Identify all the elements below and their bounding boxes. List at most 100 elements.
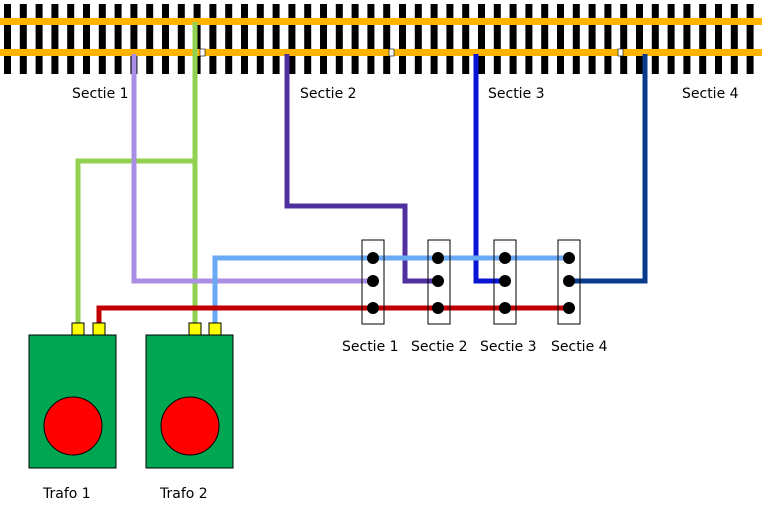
switch-section-2[interactable]	[427, 239, 451, 325]
track-sleeper	[304, 4, 312, 74]
transformer-1[interactable]	[28, 322, 117, 469]
wire-section-4	[569, 54, 648, 284]
terminal-b	[92, 322, 106, 336]
track-sleeper	[351, 4, 359, 74]
transformer-2[interactable]	[145, 322, 234, 469]
rail-insulator-2	[388, 48, 395, 57]
terminal-a	[71, 322, 85, 336]
track-sleeper	[83, 4, 90, 74]
speed-knob[interactable]	[160, 396, 220, 456]
track-sleeper	[462, 4, 470, 74]
track-sleeper	[541, 4, 549, 74]
track-sleeper	[256, 4, 264, 74]
track-sleepers	[4, 4, 754, 74]
wire-section-3	[473, 54, 505, 284]
switch-body	[427, 239, 451, 325]
track-sleeper	[4, 4, 11, 74]
rail-insulator-1	[199, 48, 206, 57]
track-sleeper	[715, 4, 722, 74]
track-sleeper	[572, 4, 580, 74]
track-sleeper	[320, 4, 327, 74]
switch-contact-middle	[499, 275, 511, 287]
switch-body	[361, 239, 385, 325]
rail-bottom	[0, 49, 762, 56]
track-section-label-4: Sectie 4	[682, 86, 739, 102]
track-sleeper	[19, 4, 27, 74]
wire-section-1	[131, 54, 373, 284]
switch-contact-middle	[563, 275, 575, 287]
switch-contact-bottom	[563, 302, 575, 314]
track-sleeper	[493, 4, 501, 74]
track-sleeper	[335, 4, 343, 74]
terminal-b	[208, 322, 222, 336]
track-sleeper	[225, 4, 233, 74]
track-sleeper	[478, 4, 485, 74]
track-sleeper	[367, 4, 375, 74]
track-sleeper	[746, 4, 754, 74]
transformer-label-2: Trafo 2	[159, 486, 208, 502]
track-sleeper	[272, 4, 280, 74]
track-sleeper	[162, 4, 169, 74]
switch-contact-bottom	[499, 302, 511, 314]
track-sleeper	[620, 4, 628, 74]
wire-trafo1-common	[75, 158, 195, 323]
track-sleeper	[288, 4, 296, 74]
track-sleeper	[383, 4, 391, 74]
track-sleeper	[241, 4, 248, 74]
switch-body	[493, 239, 517, 325]
switch-contact-middle	[432, 275, 444, 287]
switch-contact-top	[367, 252, 379, 264]
track-sleeper	[604, 4, 612, 74]
track-sleeper	[35, 4, 43, 74]
track-sleeper	[699, 4, 707, 74]
switch-label-3: Sectie 3	[480, 339, 537, 355]
track-sleeper	[177, 4, 185, 74]
track-sleeper	[130, 4, 138, 74]
track-sleeper	[67, 4, 75, 74]
switch-contact-top	[499, 252, 511, 264]
switch-contact-middle	[367, 275, 379, 287]
track-sleeper	[114, 4, 122, 74]
track-sleeper	[683, 4, 691, 74]
track-sleeper	[414, 4, 422, 74]
track-sleeper	[146, 4, 154, 74]
track-sleeper	[399, 4, 406, 74]
speed-knob[interactable]	[43, 396, 103, 456]
track-section-label-3: Sectie 3	[488, 86, 545, 102]
track-sleeper	[636, 4, 643, 74]
wire-trafo2-bus	[212, 255, 569, 323]
track-sleeper	[557, 4, 564, 74]
switch-section-3[interactable]	[493, 239, 517, 325]
track-sleeper	[446, 4, 454, 74]
wires	[75, 22, 648, 323]
track-sleeper	[667, 4, 675, 74]
track-sleeper	[430, 4, 438, 74]
track-sleeper	[730, 4, 738, 74]
switch-label-2: Sectie 2	[411, 339, 468, 355]
switch-section-1[interactable]	[361, 239, 385, 325]
track-section-label-1: Sectie 1	[72, 86, 129, 102]
switch-section-4[interactable]	[557, 239, 581, 325]
track-sleeper	[588, 4, 596, 74]
switch-contact-top	[563, 252, 575, 264]
wire-trafo1-bus	[96, 305, 569, 323]
switch-contact-bottom	[432, 302, 444, 314]
rail-insulator-3	[617, 48, 624, 57]
terminal-a	[188, 322, 202, 336]
switch-label-1: Sectie 1	[342, 339, 399, 355]
section-switches	[361, 239, 581, 325]
track-sleeper	[209, 4, 217, 74]
track-section-label-2: Sectie 2	[300, 86, 357, 102]
track-sleeper	[525, 4, 533, 74]
switch-label-4: Sectie 4	[551, 339, 608, 355]
transformer-label-1: Trafo 1	[42, 486, 91, 502]
track-sleeper	[98, 4, 106, 74]
track-sleeper	[509, 4, 517, 74]
switch-body	[557, 239, 581, 325]
switch-contact-bottom	[367, 302, 379, 314]
track	[0, 4, 762, 74]
track-sleeper	[51, 4, 59, 74]
switch-contact-top	[432, 252, 444, 264]
rail-top	[0, 18, 762, 25]
